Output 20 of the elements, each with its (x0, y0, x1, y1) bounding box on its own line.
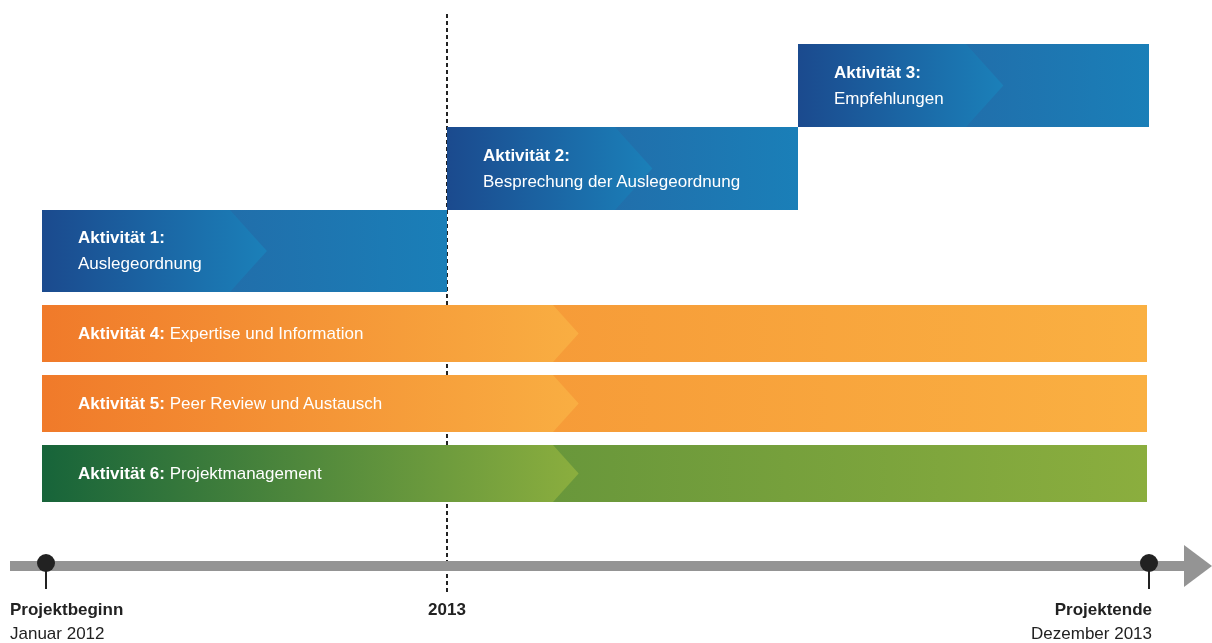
activity-heading: Aktivität 2: (483, 144, 571, 167)
activity-bar (42, 210, 447, 292)
activity-bar (447, 127, 798, 210)
activity-bar (42, 305, 1147, 362)
year-label: 2013 (428, 599, 466, 621)
activity-label: Aktivität 5: Peer Review und Austausch (78, 392, 384, 415)
activity-heading: Aktivität 1: (78, 227, 166, 249)
milestone-title: Projektende (1054, 599, 1152, 621)
activity-heading: Aktivität 3: (834, 61, 922, 84)
milestone-date: Januar 2012 (10, 623, 105, 643)
activity-description: Empfehlungen (834, 87, 945, 110)
activity-bar (42, 375, 1147, 432)
activity-description: Auslegeordnung (78, 253, 203, 275)
activity-label: Aktivität 6: Projektmanagement (78, 462, 323, 485)
milestone-date: Dezember 2013 (1031, 623, 1152, 643)
activity-description: Besprechung der Auslegeordnung (483, 170, 742, 193)
activity-bar (798, 44, 1149, 127)
activity-bar (42, 445, 1147, 502)
activity-label: Aktivität 4: Expertise und Information (78, 322, 365, 345)
milestone-title: Projektbeginn (10, 599, 124, 621)
